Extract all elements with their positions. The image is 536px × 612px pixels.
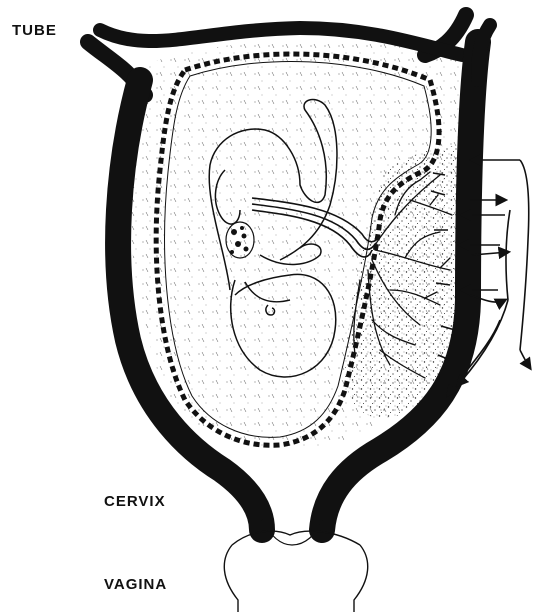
vagina-outline	[224, 531, 367, 612]
label-tube: TUBE	[12, 22, 57, 39]
label-cervix: CERVIX	[104, 493, 166, 510]
label-vagina: VAGINA	[104, 576, 167, 593]
